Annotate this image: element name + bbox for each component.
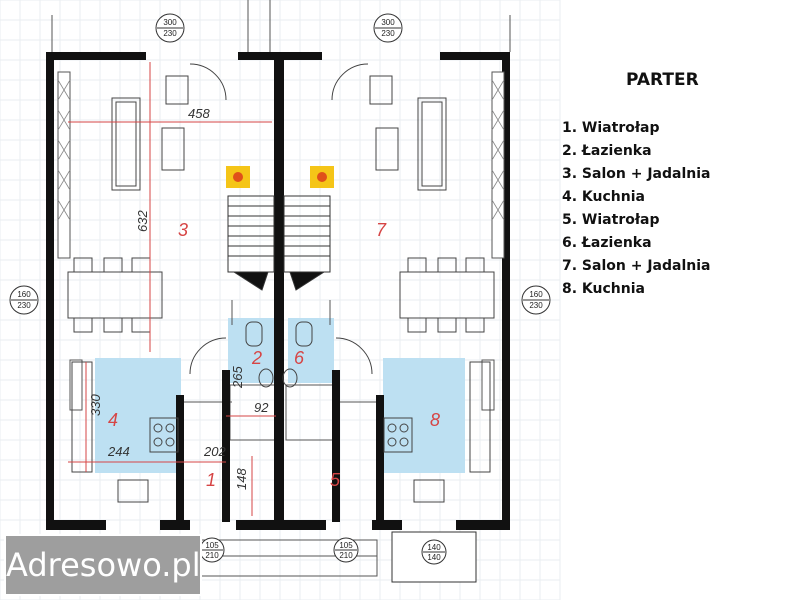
window-hatch: [57, 79, 505, 221]
furniture: [67, 63, 495, 503]
tag-side-left-b: 230: [17, 301, 31, 310]
room-6: 6: [294, 348, 305, 368]
tag-side-right-b: 230: [529, 301, 543, 310]
coffee-table-left: [161, 127, 185, 171]
bathroom-left-area: [228, 318, 278, 383]
legend-list: 1. Wiatrołap 2. Łazienka 3. Salon + Jada…: [562, 117, 762, 301]
dim-330: 330: [88, 394, 103, 416]
tag-side-left-a: 160: [17, 290, 31, 299]
toilet-right: [295, 321, 313, 347]
legend-item: 3. Salon + Jadalnia: [562, 166, 711, 182]
dimension-lines: [68, 62, 276, 516]
stairs: [227, 195, 331, 291]
kitchen-sink-right: [413, 479, 445, 503]
legend-item: 2. Łazienka: [562, 143, 652, 159]
sofa-right: [417, 97, 447, 191]
washbasin-right: [282, 368, 298, 388]
watermark-badge: Adresowo.pl: [4, 534, 202, 596]
dim-458: 458: [188, 106, 210, 121]
room-8: 8: [430, 410, 440, 430]
legend-item: 5. Wiatrołap: [562, 212, 660, 228]
dining-table-left: [67, 271, 163, 319]
room-7: 7: [376, 220, 387, 240]
tag-door-right-a: 105: [339, 541, 353, 550]
tag-door-left-b: 210: [205, 551, 219, 560]
tag-door-right-b: 210: [339, 551, 353, 560]
room-numbers: 1 2 3 4 5 6 7 8: [108, 220, 440, 490]
tag-side-right-a: 160: [529, 290, 543, 299]
tag-top-left-a: 300: [163, 18, 177, 27]
kitchen-counter-right: [469, 361, 491, 473]
dim-92: 92: [254, 400, 269, 415]
dim-202: 202: [203, 444, 226, 459]
tag-top-right-a: 300: [381, 18, 395, 27]
door-arc-bath-left: [189, 337, 227, 375]
fireplaces: [226, 166, 334, 188]
dim-265: 265: [230, 366, 245, 389]
dim-632: 632: [135, 210, 150, 232]
room-3: 3: [178, 220, 188, 240]
washbasin-left: [258, 368, 274, 388]
tag-top-right-b: 230: [381, 29, 395, 38]
kitchen-right-area: [383, 358, 465, 473]
tag-top-left-b: 230: [163, 29, 177, 38]
legend-item: 6. Łazienka: [562, 235, 652, 251]
room-4: 4: [108, 410, 118, 430]
tag-box-right-b: 140: [427, 553, 441, 562]
wet-areas: [95, 318, 465, 473]
dim-148: 148: [234, 468, 249, 490]
coffee-table-right: [375, 127, 399, 171]
kitchen-sink-left: [117, 479, 149, 503]
tag-circles: [9, 13, 551, 583]
dimension-labels: 458 632 330 244 202 148 265 92: [88, 106, 269, 490]
kitchen-left-area: [95, 358, 181, 473]
kitchen-counter-left: [71, 361, 93, 473]
legend-title: PARTER: [626, 70, 699, 90]
tag-box-right-a: 140: [427, 543, 441, 552]
door-arc-top-left: [189, 63, 227, 101]
legend-item: 1. Wiatrołap: [562, 120, 660, 136]
dim-244: 244: [107, 444, 130, 459]
tag-labels: 300 230 300 230 160 230 160 230 105 210 …: [17, 18, 543, 562]
legend-item: 8. Kuchnia: [562, 281, 645, 297]
toilet-left: [245, 321, 263, 347]
room-2: 2: [251, 348, 262, 368]
legend-item: 4. Kuchnia: [562, 189, 645, 205]
kitchen-stove-right: [383, 417, 413, 453]
legend-item: 7. Salon + Jadalnia: [562, 258, 711, 274]
door-arc-top-right: [331, 63, 369, 101]
kitchen-stove-left: [149, 417, 179, 453]
cabinet-top-right: [369, 75, 393, 105]
tag-door-left-a: 105: [205, 541, 219, 550]
room-1: 1: [206, 470, 216, 490]
door-arc-bath-right: [335, 337, 373, 375]
sofa-left: [111, 97, 141, 191]
cabinet-top-left: [165, 75, 189, 105]
legend: PARTER 1. Wiatrołap 2. Łazienka 3. Salon…: [562, 70, 762, 301]
room-5: 5: [330, 470, 341, 490]
windows: [57, 71, 505, 411]
